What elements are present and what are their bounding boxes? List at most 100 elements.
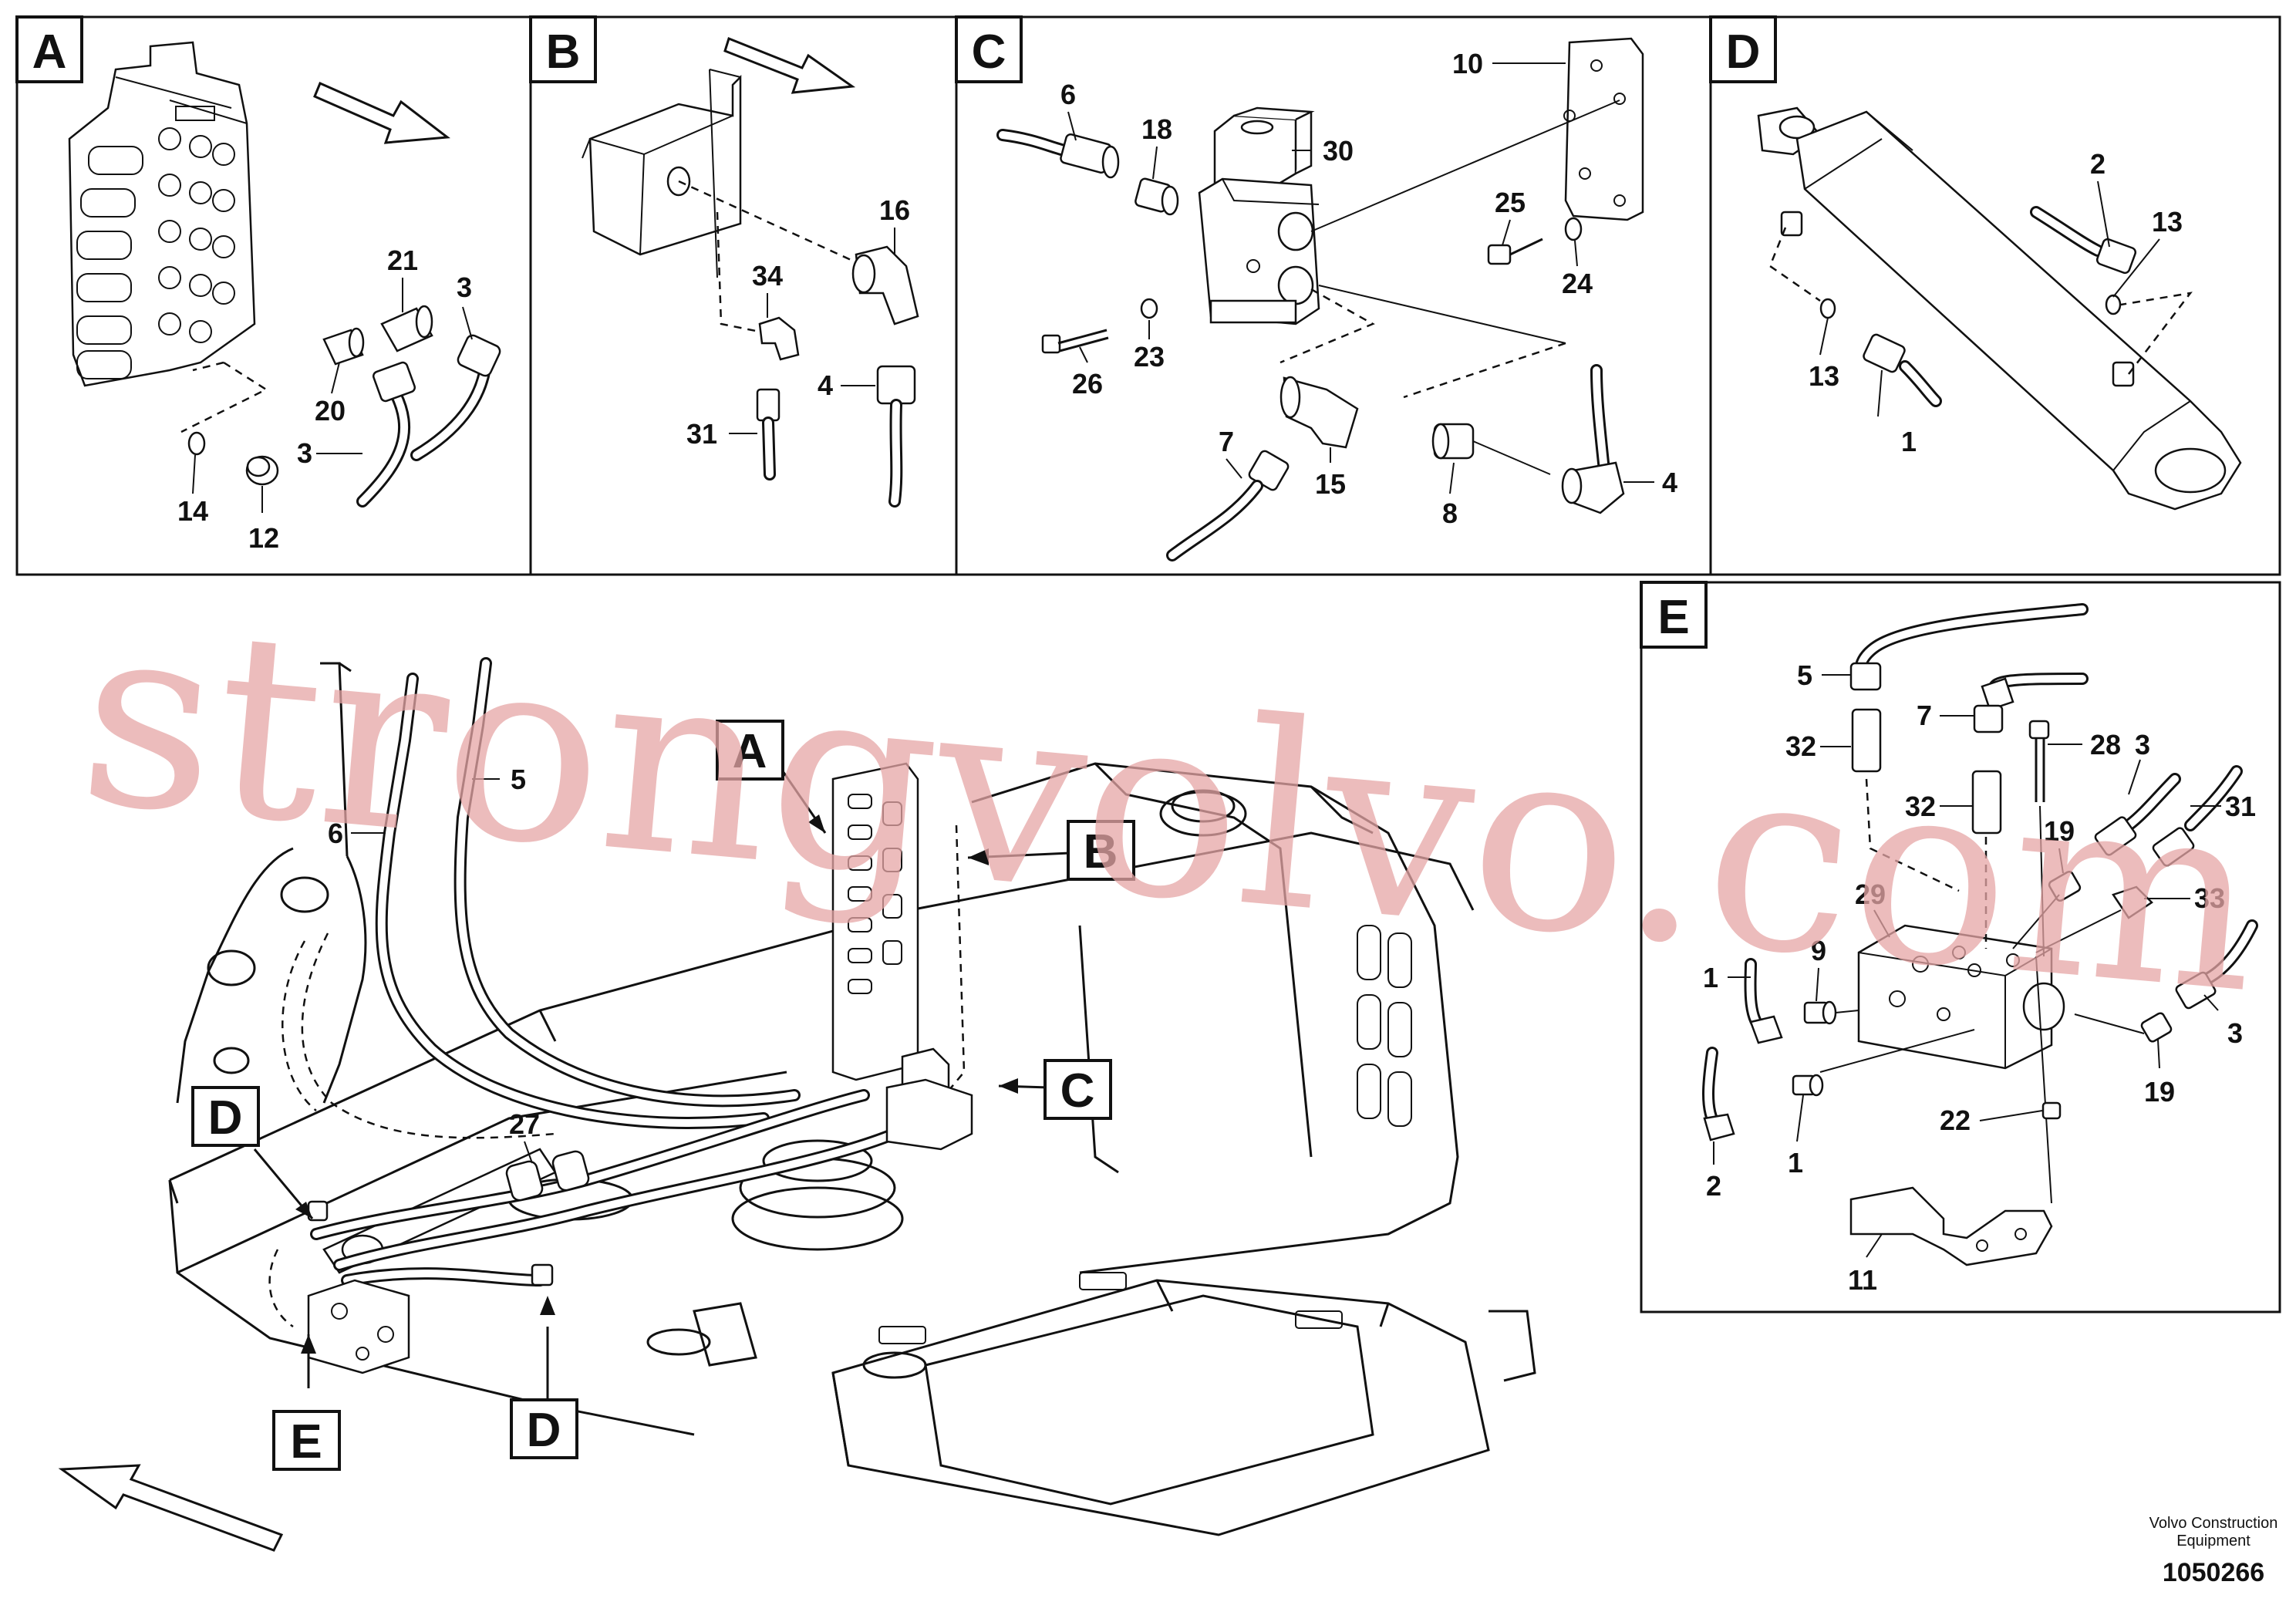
panel-a-letter-box xyxy=(15,15,83,83)
label-c-4: 4 xyxy=(1662,467,1677,498)
overview-solenoid-valve xyxy=(885,1047,973,1151)
fitting-9 xyxy=(1803,1000,1837,1025)
label-e-32-right: 32 xyxy=(1905,791,1936,822)
hose-6-c xyxy=(996,129,1120,179)
label-c-8: 8 xyxy=(1442,497,1458,529)
label-c-18: 18 xyxy=(1141,113,1172,145)
label-e-1-upper: 1 xyxy=(1703,962,1718,993)
label-b-4: 4 xyxy=(818,369,833,401)
washer-13-right xyxy=(2105,294,2122,315)
label-e-31: 31 xyxy=(2225,791,2256,822)
panel-b-letter-box xyxy=(529,15,597,83)
label-e-7: 7 xyxy=(1917,700,1932,731)
hose-1-e-upper xyxy=(1744,958,1783,1044)
label-c-25: 25 xyxy=(1495,187,1526,218)
label-a-12: 12 xyxy=(248,522,279,554)
svg-text:A: A xyxy=(733,725,767,778)
callout-a: A xyxy=(716,720,784,781)
label-d-13-left: 13 xyxy=(1809,360,1839,392)
fitting-1-d xyxy=(1863,333,1942,407)
screw-25 xyxy=(1487,238,1543,265)
panel-c: C xyxy=(955,15,1677,561)
washer-24 xyxy=(1564,217,1583,241)
solenoid-valve-30 xyxy=(1198,106,1320,325)
hose-31-e xyxy=(2152,765,2243,867)
panel-e: E xyxy=(1640,581,2281,1313)
callout-b: B xyxy=(1067,820,1135,881)
panel-a-letter: A xyxy=(32,25,67,79)
callout-e: E xyxy=(272,1410,341,1471)
valve-block-29 xyxy=(1857,924,2065,1070)
label-e-19-bottom: 19 xyxy=(2144,1076,2175,1108)
panel-d-letter: D xyxy=(1726,25,1761,79)
label-e-32-left: 32 xyxy=(1785,730,1816,762)
svg-text:D: D xyxy=(527,1404,561,1457)
elbow-15 xyxy=(1279,376,1359,449)
panel-d: D xyxy=(1709,15,2242,511)
svg-text:D: D xyxy=(208,1091,243,1145)
label-c-10: 10 xyxy=(1452,48,1483,79)
label-c-24: 24 xyxy=(1562,268,1593,299)
overview-hose-5 xyxy=(453,657,801,1108)
fitting-21 xyxy=(380,305,433,352)
label-e-28: 28 xyxy=(2090,729,2121,760)
label-e-22: 22 xyxy=(1940,1104,1971,1136)
label-c-7: 7 xyxy=(1219,426,1234,457)
screw-22 xyxy=(2041,1101,2062,1120)
washer-14 xyxy=(187,431,206,456)
panel-b-direction-arrow xyxy=(723,37,856,94)
elbow-34 xyxy=(758,316,800,361)
label-e-3-lower: 3 xyxy=(2227,1017,2243,1049)
elbow-33 xyxy=(2112,885,2153,919)
overview-label-27: 27 xyxy=(509,1108,540,1140)
label-e-9: 9 xyxy=(1811,935,1826,966)
hose-3-e-lower xyxy=(2175,919,2258,1010)
label-b-34: 34 xyxy=(752,260,783,292)
panel-a-direction-arrow xyxy=(313,82,450,144)
hose-7-c xyxy=(1166,450,1290,561)
overview-direction-arrow xyxy=(58,1464,284,1552)
panel-d-letter-box xyxy=(1709,15,1777,83)
plug-12 xyxy=(245,455,279,486)
fitting-19-top xyxy=(2048,870,2082,902)
label-c-26: 26 xyxy=(1072,368,1103,400)
svg-text:E: E xyxy=(290,1415,322,1469)
fitting-19-bottom xyxy=(2140,1012,2173,1043)
bracket-11 xyxy=(1849,1186,2053,1266)
fitting-18 xyxy=(1135,177,1179,216)
bracket-10 xyxy=(1563,37,1644,221)
hose-5-e xyxy=(1849,603,2089,773)
fitting-31 xyxy=(756,388,781,481)
watermark: strongvolvo.com xyxy=(70,565,2271,1050)
overview-hose-6 xyxy=(375,673,770,1129)
undercarriage xyxy=(693,1272,1536,1536)
brand-line-1: Volvo Construction xyxy=(2149,1515,2278,1532)
label-b-31: 31 xyxy=(686,418,717,450)
label-c-30: 30 xyxy=(1323,135,1354,167)
washer-13-left xyxy=(1819,298,1836,319)
label-e-11: 11 xyxy=(1848,1264,1877,1296)
label-e-19-top: 19 xyxy=(2044,815,2075,847)
fitting-1-e-lower xyxy=(1792,1074,1824,1097)
panel-e-letter: E xyxy=(1657,591,1689,644)
bolt-26 xyxy=(1041,329,1109,354)
hose-7-e xyxy=(1971,673,2089,835)
overview-manifold-e xyxy=(307,1279,410,1374)
label-b-16: 16 xyxy=(879,194,910,226)
label-e-33: 33 xyxy=(2194,882,2225,914)
panel-b: B xyxy=(529,15,919,508)
panel-e-letter-box xyxy=(1640,581,1708,649)
label-d-13-right: 13 xyxy=(2152,206,2183,238)
label-d-1: 1 xyxy=(1901,426,1917,457)
svg-text:C: C xyxy=(1060,1064,1095,1118)
panel-c-letter-box xyxy=(955,15,1023,83)
label-a-3-top: 3 xyxy=(457,271,472,303)
callout-d-upper: D xyxy=(191,1086,260,1147)
valve-block-b xyxy=(582,69,742,278)
label-e-2: 2 xyxy=(1706,1170,1721,1202)
callout-d-lower: D xyxy=(510,1398,578,1459)
label-e-29: 29 xyxy=(1855,878,1886,910)
label-e-5: 5 xyxy=(1797,659,1812,691)
label-a-14: 14 xyxy=(177,495,208,527)
label-c-6: 6 xyxy=(1060,79,1076,110)
